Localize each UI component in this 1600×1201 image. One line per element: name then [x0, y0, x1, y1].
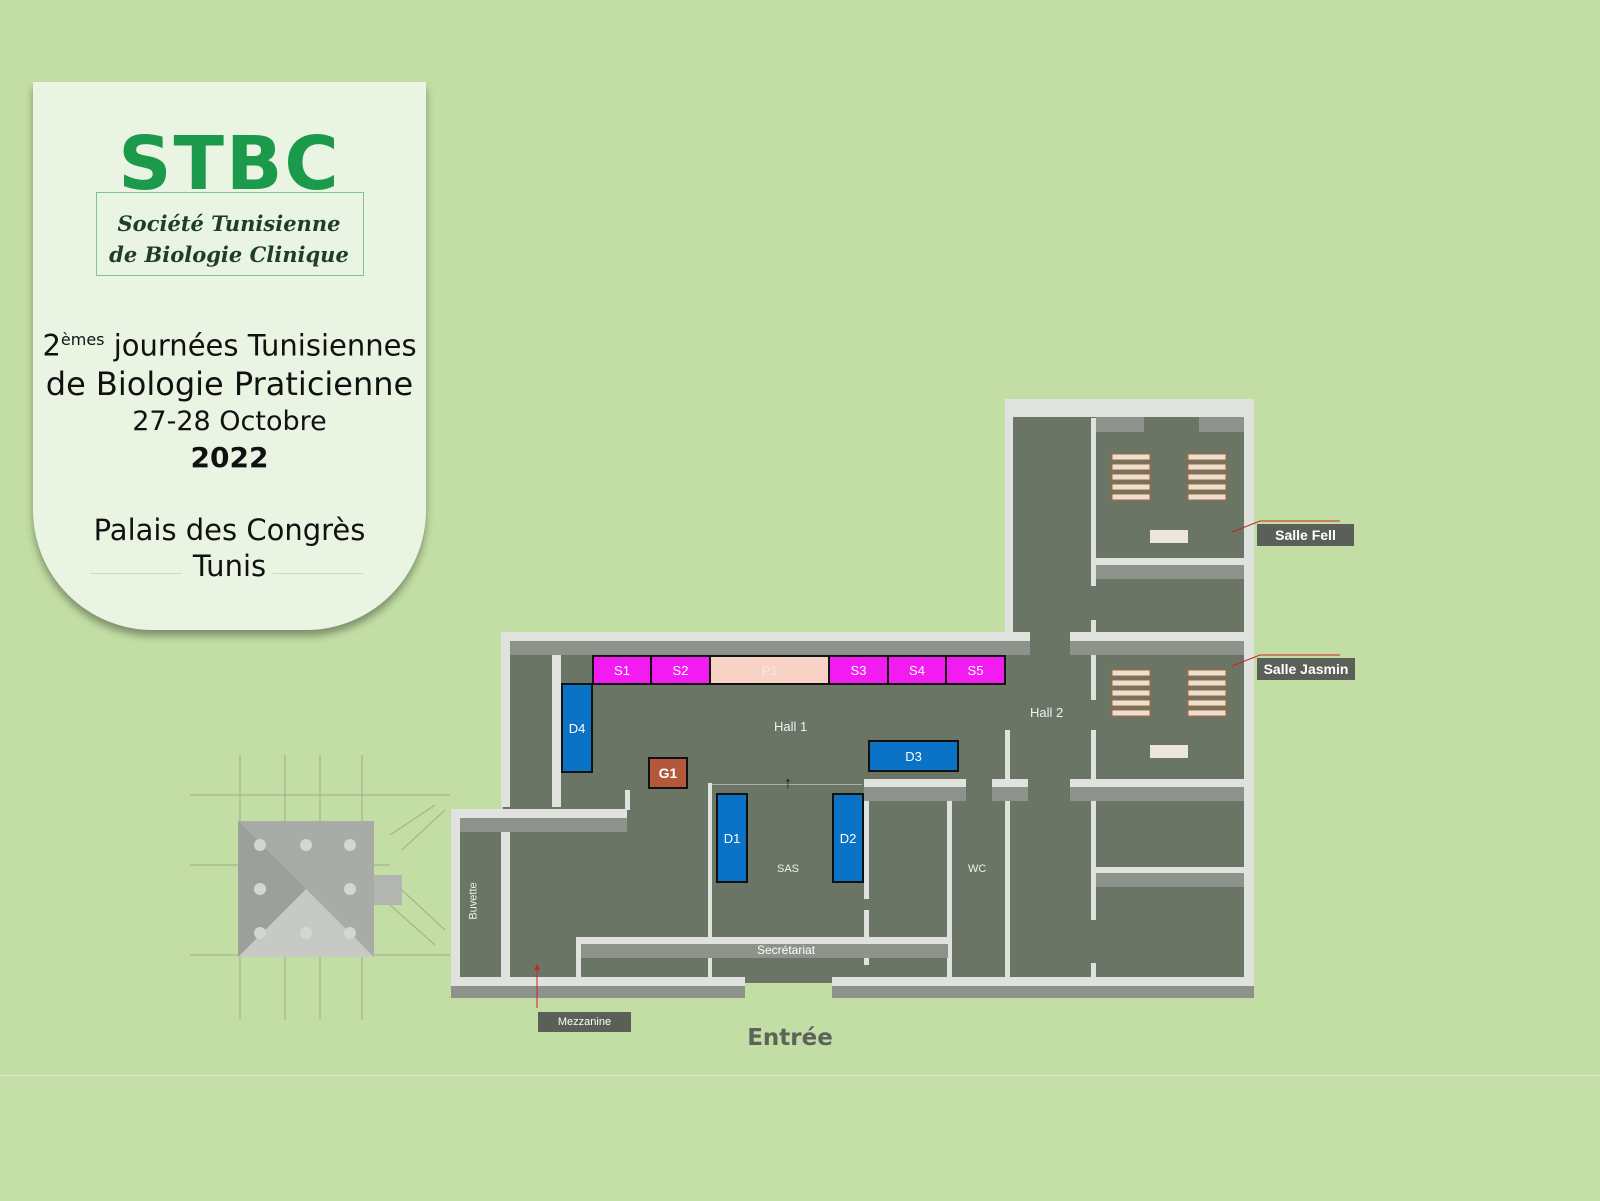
logo-line-1: Société Tunisienne [117, 211, 341, 236]
salle-fell-seats [1111, 453, 1227, 501]
wall [1005, 399, 1254, 417]
wall [552, 632, 561, 807]
wall [864, 779, 869, 899]
wall [864, 779, 966, 787]
wall-shadow [1199, 417, 1244, 432]
event-ordinal-suffix: èmes [60, 330, 105, 349]
wall-shadow [992, 787, 1028, 801]
direction-arrow-icon: ↑ [784, 775, 792, 792]
salle-jasmin-pointer [1231, 654, 1340, 667]
label-hall2: Hall 2 [1030, 705, 1064, 720]
wall [501, 632, 510, 807]
event-year: 2022 [190, 440, 269, 474]
stand-s1[interactable]: S1 [592, 655, 652, 685]
wall-shadow [460, 818, 627, 832]
stand-d3[interactable]: D3 [868, 740, 959, 772]
stand-s2[interactable]: S2 [650, 655, 711, 685]
wall [947, 779, 952, 978]
tag-salle-fell[interactable]: Salle Fell [1257, 524, 1354, 546]
label-wc: WC [968, 863, 987, 875]
wall [625, 790, 630, 810]
wall [1091, 730, 1096, 920]
wall [451, 977, 745, 986]
stand-s5[interactable]: S5 [945, 655, 1006, 685]
wall [708, 783, 712, 978]
wall [1070, 632, 1244, 641]
event-line-1: journées Tunisiennes [113, 328, 417, 363]
logo-line-2: de Biologie Clinique [109, 242, 349, 267]
mezzanine-pointer [534, 964, 540, 1008]
wall-shadow [1096, 565, 1244, 579]
wall-shadow [581, 944, 948, 958]
label-secretariat: Secrétariat [757, 943, 816, 957]
wall-shadow [510, 641, 1030, 655]
wall [1005, 730, 1010, 978]
info-card: STBC Société Tunisienne de Biologie Clin… [33, 82, 426, 630]
tag-salle-jasmin[interactable]: Salle Jasmin [1257, 658, 1355, 680]
stand-p1[interactable]: P1 [709, 655, 830, 685]
sas-line [712, 784, 862, 785]
wall [1244, 399, 1254, 987]
wall [1091, 963, 1096, 978]
logo-box [96, 192, 364, 276]
stand-d2[interactable]: D2 [832, 793, 864, 883]
venue-rule-left [90, 573, 182, 574]
wall-shadow [832, 986, 1254, 998]
stand-d4[interactable]: D4 [561, 683, 593, 773]
venue-city: Tunis [192, 549, 267, 583]
salle-jasmin-desk [1150, 745, 1188, 758]
salle-fell-pointer [1231, 520, 1340, 533]
bottom-band [0, 1075, 1600, 1201]
wall-shadow [1070, 641, 1244, 655]
tag-mezzanine[interactable]: Mezzanine [538, 1012, 631, 1032]
venue-name: Palais des Congrès [93, 513, 366, 547]
event-dates: 27-28 Octobre [132, 405, 327, 437]
salle-jasmin-seats [1111, 669, 1227, 717]
wall [451, 809, 627, 818]
buvette-floor [455, 815, 510, 983]
wall-shadow [1096, 417, 1144, 432]
stand-s4[interactable]: S4 [887, 655, 947, 685]
logo-subtitle: Société Tunisienne de Biologie Clinique [96, 208, 362, 270]
wall [864, 910, 869, 965]
salle-fell-desk [1150, 530, 1188, 543]
venue: Palais des Congrès Tunis [33, 512, 426, 584]
wall [832, 977, 1254, 986]
wall-shadow [451, 986, 745, 998]
stand-s3[interactable]: S3 [828, 655, 889, 685]
wall [501, 809, 510, 984]
event-ordinal: 2 [42, 328, 61, 363]
wall [1005, 399, 1013, 637]
wall [1070, 779, 1244, 787]
event-title: 2èmes journées Tunisiennes de Biologie P… [33, 322, 426, 476]
wall-shadow [864, 787, 966, 801]
event-line-2: de Biologie Praticienne [45, 364, 414, 403]
stand-d1[interactable]: D1 [716, 793, 748, 883]
label-sas: SAS [777, 863, 800, 875]
event-title-line-1: 2èmes journées Tunisiennes [33, 322, 426, 364]
wall-shadow [1096, 873, 1244, 887]
wall [1091, 558, 1244, 565]
label-hall1: Hall 1 [774, 719, 808, 734]
wall [576, 937, 948, 944]
wall [451, 809, 460, 987]
outdoor-pavilion [190, 755, 450, 1020]
wall [501, 632, 1030, 641]
venue-rule-right [273, 573, 363, 574]
wall-shadow [1070, 787, 1244, 801]
wall [1091, 418, 1096, 586]
wall [1091, 867, 1244, 873]
wall [576, 937, 581, 977]
stand-g1[interactable]: G1 [648, 757, 688, 789]
wall [1091, 620, 1096, 700]
stbc-logo: STBC [118, 121, 341, 207]
entrance-label: Entrée [747, 1025, 833, 1051]
wall [992, 779, 1028, 787]
label-buvette: Buvette [467, 882, 480, 920]
